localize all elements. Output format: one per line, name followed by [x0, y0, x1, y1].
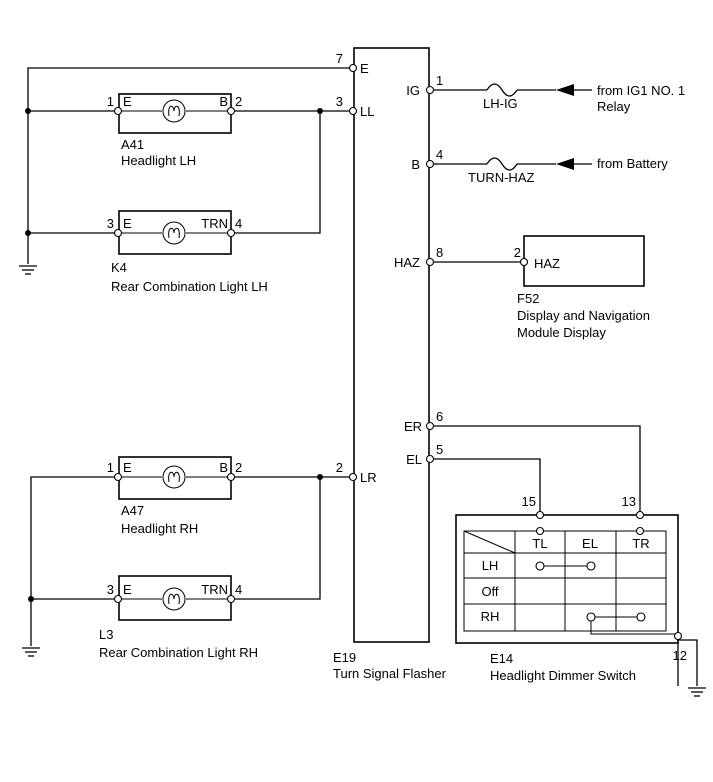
ig-source-line1: from IG1 NO. 1	[597, 83, 685, 98]
splice-dot	[317, 474, 323, 480]
flasher-e-label: E	[360, 61, 369, 76]
ground-icon	[19, 265, 37, 275]
e14-col-tl: TL	[532, 536, 547, 551]
l3-code: L3	[99, 627, 113, 642]
l3-left-pin: 3	[107, 582, 114, 597]
wire-flasher-e-ground	[27, 67, 352, 264]
e14-row-off: Off	[481, 584, 498, 599]
f52-terminal-label: HAZ	[534, 256, 560, 271]
switch-connection-rh	[586, 612, 646, 622]
wire-el	[431, 458, 541, 525]
a41-right-label: B	[219, 94, 228, 109]
switch-table-grid	[463, 530, 667, 632]
flasher-ll-pin: 3	[336, 94, 343, 109]
wire-k4-trn-ll	[231, 111, 321, 234]
a47-right-pin: 2	[235, 460, 242, 475]
a47-code: A47	[121, 503, 144, 518]
f52-code: F52	[517, 291, 539, 306]
flasher-b-label: B	[411, 157, 420, 172]
splice-dot	[25, 108, 31, 114]
a47-left-label: E	[123, 460, 132, 475]
wire-l3-trn-lr	[231, 477, 321, 600]
flasher-b-pin: 4	[436, 147, 443, 162]
wire-e14-ground	[678, 639, 698, 686]
fuse-b-label: TURN-HAZ	[468, 170, 534, 185]
terminal-pins	[113, 63, 683, 641]
a47-left-pin: 1	[107, 460, 114, 475]
a41-left-pin: 1	[107, 94, 114, 109]
arrow-left-icon	[556, 158, 574, 170]
splice-dot	[25, 230, 31, 236]
flasher-el-label: EL	[406, 452, 422, 467]
e14-row-lh: LH	[482, 558, 499, 573]
a41-code: A41	[121, 137, 144, 152]
flasher-lr-label: LR	[360, 470, 377, 485]
k4-right-label: TRN	[201, 216, 228, 231]
e14-name: Headlight Dimmer Switch	[490, 668, 636, 683]
flasher-name: Turn Signal Flasher	[333, 666, 447, 681]
flasher-lr-pin: 2	[336, 460, 343, 475]
l3-name: Rear Combination Light RH	[99, 645, 258, 660]
f52-display-module	[523, 235, 645, 287]
bulb-icon	[119, 99, 231, 123]
e14-ground-pin: 12	[673, 648, 687, 663]
flasher-code: E19	[333, 650, 356, 665]
f52-name-line2: Module Display	[517, 325, 606, 340]
a47-right-label: B	[219, 460, 228, 475]
flasher-haz-label: HAZ	[394, 255, 420, 270]
ground-icon	[22, 647, 40, 657]
e14-tr-pin: 13	[622, 494, 636, 509]
wire-a47-e-ground	[30, 476, 117, 646]
a41-right-pin: 2	[235, 94, 242, 109]
a41-left-label: E	[123, 94, 132, 109]
wire-er	[431, 425, 641, 525]
ground-icon	[688, 687, 706, 697]
l3-left-label: E	[123, 582, 132, 597]
l3-rear-combination-light-rh	[118, 575, 232, 621]
flasher-el-pin: 5	[436, 442, 443, 457]
f52-name-line1: Display and Navigation	[517, 308, 650, 323]
bulb-icon	[119, 221, 231, 245]
bulb-icon	[119, 587, 231, 611]
e14-row-rh: RH	[481, 609, 500, 624]
splice-dot	[317, 108, 323, 114]
e14-tl-pin: 15	[522, 494, 536, 509]
a41-name: Headlight LH	[121, 153, 196, 168]
e14-code: E14	[490, 651, 513, 666]
flasher-er-label: ER	[404, 419, 422, 434]
fuse-ig-label: LH-IG	[483, 96, 518, 111]
wire-el-ground	[590, 621, 678, 635]
e14-col-el: EL	[582, 536, 598, 551]
b-source: from Battery	[597, 156, 668, 171]
flasher-ig-pin: 1	[436, 73, 443, 88]
arrow-left-icon	[556, 84, 574, 96]
flasher-ig-label: IG	[406, 83, 420, 98]
a47-name: Headlight RH	[121, 521, 198, 536]
fuse-icon	[486, 83, 518, 97]
e14-dimmer-switch	[455, 514, 679, 644]
flasher-body	[353, 47, 430, 643]
k4-code: K4	[111, 260, 127, 275]
a47-headlight-rh	[118, 456, 232, 500]
flasher-er-pin: 6	[436, 409, 443, 424]
flasher-e-pin: 7	[336, 51, 343, 66]
k4-right-pin: 4	[235, 216, 242, 231]
flasher-ll-label: LL	[360, 104, 374, 119]
k4-left-label: E	[123, 216, 132, 231]
splice-dot	[28, 596, 34, 602]
k4-left-pin: 3	[107, 216, 114, 231]
l3-right-label: TRN	[201, 582, 228, 597]
flasher-haz-pin: 8	[436, 245, 443, 260]
ig-source-line2: Relay	[597, 99, 631, 114]
f52-pin: 2	[514, 245, 521, 260]
e14-col-tr: TR	[632, 536, 649, 551]
switch-connection-lh	[535, 561, 596, 571]
k4-name: Rear Combination Light LH	[111, 279, 268, 294]
fuse-icon	[486, 157, 518, 171]
bulb-icon	[119, 465, 231, 489]
l3-right-pin: 4	[235, 582, 242, 597]
